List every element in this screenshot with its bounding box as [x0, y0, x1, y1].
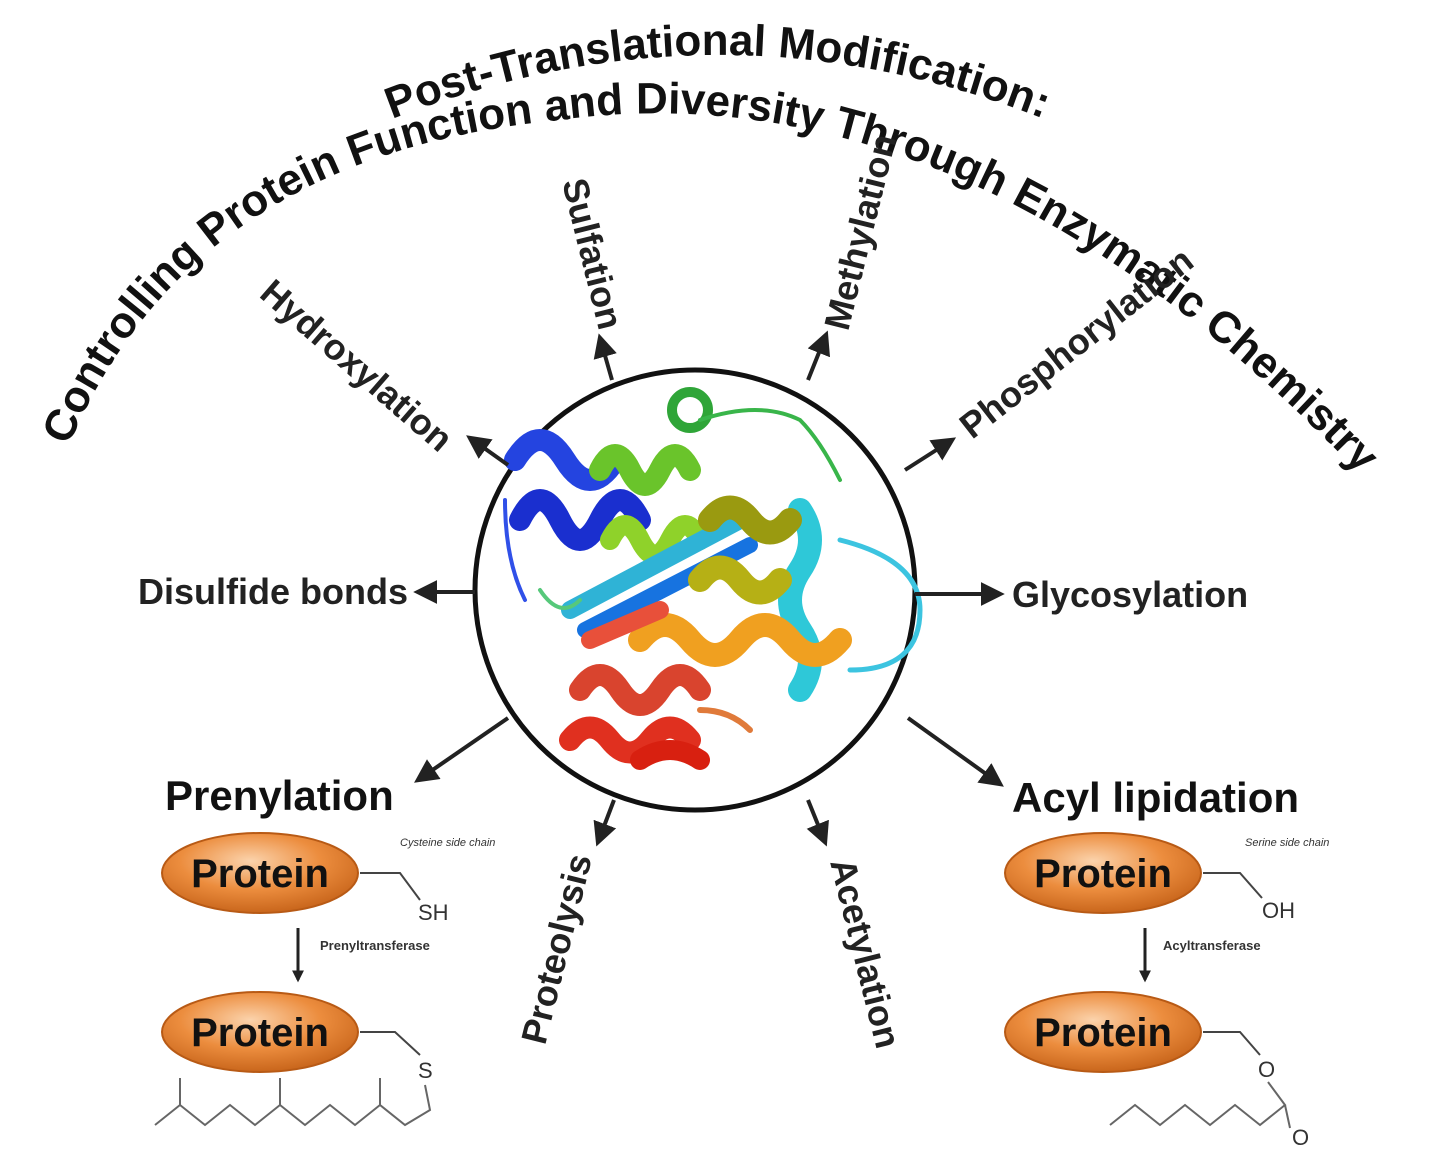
cysteine-note: Cysteine side chain [400, 837, 495, 849]
protein-oval-acyl-top [1004, 832, 1202, 914]
protein-label-prenyl-bottom: Protein [191, 1011, 329, 1055]
acyltransferase: Acyltransferase [1163, 938, 1261, 953]
carbonyl-oxygen: O [1292, 1125, 1309, 1150]
sh-group: SH [418, 900, 449, 925]
label-glycosylation: Glycosylation [1012, 574, 1248, 615]
prenylation-scheme: Protein SH Cysteine side chain Prenyltra… [154, 832, 495, 1127]
serine-note: Serine side chain [1245, 837, 1329, 849]
label-phosphorylation: Phosphorylation [952, 239, 1201, 446]
label-proteolysis: Proteolysis [513, 850, 600, 1048]
ester-oxygen: O [1258, 1057, 1275, 1082]
oh-group: OH [1262, 898, 1295, 923]
protein-oval-acyl-bottom [1004, 991, 1202, 1073]
protein-oval-prenyl-top [161, 832, 359, 914]
label-acyl-lipidation: Acyl lipidation [1012, 774, 1299, 821]
prenyl-chain [154, 1084, 432, 1127]
prenyltransferase: Prenyltransferase [320, 938, 430, 953]
label-methylation: Methylation [816, 130, 904, 334]
label-sulfation: Sulfation [554, 174, 631, 333]
protein-structure [472, 367, 923, 813]
label-hydroxylation: Hydroxylation [253, 271, 461, 459]
label-disulfide: Disulfide bonds [138, 571, 408, 612]
protein-label-prenyl-top: Protein [191, 852, 329, 896]
protein-label-acyl-bottom: Protein [1034, 1011, 1172, 1055]
protein-label-acyl-top: Protein [1034, 852, 1172, 896]
acyl-scheme: Protein OH Serine side chain Acyltransfe… [1004, 832, 1329, 1150]
protein-oval-prenyl-bottom [161, 991, 359, 1073]
s-atom: S [418, 1058, 433, 1083]
arrows [413, 330, 1005, 847]
label-acetylation: Acetylation [822, 854, 909, 1052]
label-prenylation: Prenylation [165, 772, 394, 819]
acyl-chain [1109, 1081, 1287, 1127]
